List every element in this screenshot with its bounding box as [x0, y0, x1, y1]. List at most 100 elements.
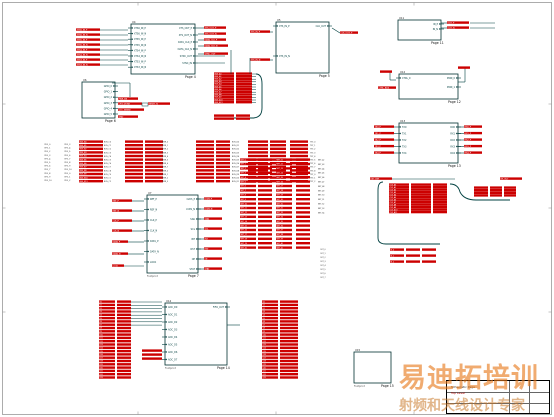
- pin-marker: [165, 351, 167, 353]
- net-tag: [204, 267, 222, 270]
- pin-name: GPIO_0: [104, 85, 113, 88]
- page-label: Page 13: [448, 164, 461, 168]
- net-tag: [296, 224, 310, 227]
- net-label: Q3: [263, 311, 265, 313]
- net-tag: [474, 189, 488, 192]
- pin-marker: [131, 49, 133, 52]
- net-tag: [99, 366, 115, 369]
- pin-name: TX3: [402, 146, 407, 149]
- net-label: CFG_8: [64, 162, 71, 164]
- net-label: Q4: [263, 315, 265, 317]
- net-tag: [370, 177, 392, 180]
- net-tag: [276, 228, 292, 232]
- net-tag: [214, 114, 234, 117]
- pin-marker: [399, 139, 401, 141]
- net-tag: [262, 356, 278, 359]
- pin-marker: [456, 126, 458, 128]
- net-tag: [296, 162, 310, 166]
- net-label: OUT_4: [320, 265, 326, 267]
- net-tag: [262, 326, 278, 330]
- net-tag: [411, 193, 431, 196]
- block-page-14[interactable]: [164, 302, 228, 366]
- net-tag: [125, 151, 143, 154]
- block-page-4[interactable]: [130, 23, 196, 75]
- net-tag: [433, 208, 447, 211]
- net-tag: [262, 346, 278, 349]
- net-label: DATA_P: [113, 240, 121, 243]
- block-page-12[interactable]: [398, 73, 459, 100]
- block-page-13[interactable]: [398, 122, 459, 164]
- net-label: NET_18: [241, 239, 247, 241]
- net-label: NET_47: [318, 182, 324, 184]
- net-label: SDA: [205, 217, 210, 220]
- net-tag: [145, 169, 163, 172]
- net-label: PWR_5: [162, 160, 168, 162]
- net-tag: [99, 326, 115, 330]
- net-label: BUS_D0: [232, 178, 240, 180]
- net-tag: [79, 151, 103, 154]
- net-tag: [258, 220, 272, 223]
- net-tag: [216, 151, 230, 154]
- block-page-7[interactable]: [146, 194, 199, 274]
- pin-name: ADC_D1: [168, 314, 178, 317]
- net-label: BUS_C1: [104, 178, 111, 180]
- net-label: NET_7: [241, 190, 246, 192]
- net-label: DATA_CLK_N: [205, 44, 218, 47]
- pin-name: INT: [191, 238, 195, 241]
- net-tag: [196, 176, 214, 179]
- pin-name: RX2: [450, 139, 455, 142]
- net-tag: [389, 210, 409, 214]
- net-label: BUS_C0: [104, 142, 112, 144]
- net-label: LOCK: [113, 265, 119, 267]
- net-tag: [196, 151, 214, 154]
- net-tag: [280, 307, 298, 310]
- net-tag: [99, 356, 115, 359]
- pin-marker: [399, 126, 401, 128]
- net-tag: [378, 86, 396, 89]
- net-tag: [280, 343, 298, 346]
- net-label: D4: [100, 315, 102, 317]
- net-tag: [145, 172, 163, 176]
- net-label: CFG_4: [44, 158, 51, 160]
- net-tag: [490, 191, 502, 194]
- net-tag: [380, 70, 392, 73]
- net-tag: [389, 185, 409, 189]
- net-tag: [117, 346, 131, 349]
- net-label: RST: [205, 248, 210, 250]
- net-label: BUS_A3: [215, 80, 222, 83]
- block-page-15[interactable]: [353, 351, 392, 384]
- net-label: TST_2: [310, 149, 315, 151]
- net-label: NET_40: [277, 243, 283, 245]
- net-label: CFG_10: [44, 180, 52, 182]
- net-tag: [447, 21, 469, 24]
- block-page-5[interactable]: [275, 21, 330, 74]
- net-label: CLK_A5: [390, 196, 397, 199]
- net-tag: [374, 151, 394, 154]
- net-label: CFG_9: [64, 166, 71, 168]
- net-tag: [411, 198, 431, 201]
- net-tag: [112, 209, 132, 212]
- net-label: LVDS_P: [205, 198, 213, 200]
- net-tag: [262, 366, 278, 369]
- pin-name: STAT: [190, 268, 196, 271]
- net-label: Q22: [263, 374, 266, 376]
- pin-marker: [193, 27, 195, 29]
- net-tag: [125, 140, 143, 143]
- net-label: NET_5: [241, 181, 246, 183]
- net-label: NET_15: [241, 225, 247, 227]
- net-tag: [240, 246, 256, 249]
- pin-marker: [193, 55, 195, 57]
- net-label: NET_6: [241, 186, 246, 188]
- net-tag: [196, 180, 214, 183]
- net-tag: [374, 144, 394, 148]
- block-page-11[interactable]: [397, 19, 442, 41]
- net-tag: [340, 31, 358, 34]
- net-tag: [240, 167, 256, 170]
- net-tag: [262, 323, 278, 326]
- net-tag: [474, 191, 488, 194]
- pin-name: ADC_D5: [168, 344, 178, 347]
- net-label: NET_8: [241, 195, 246, 197]
- pin-name: TX1: [402, 133, 407, 136]
- block-page-6[interactable]: [81, 81, 116, 119]
- footprint-label: Footprint: [147, 275, 158, 278]
